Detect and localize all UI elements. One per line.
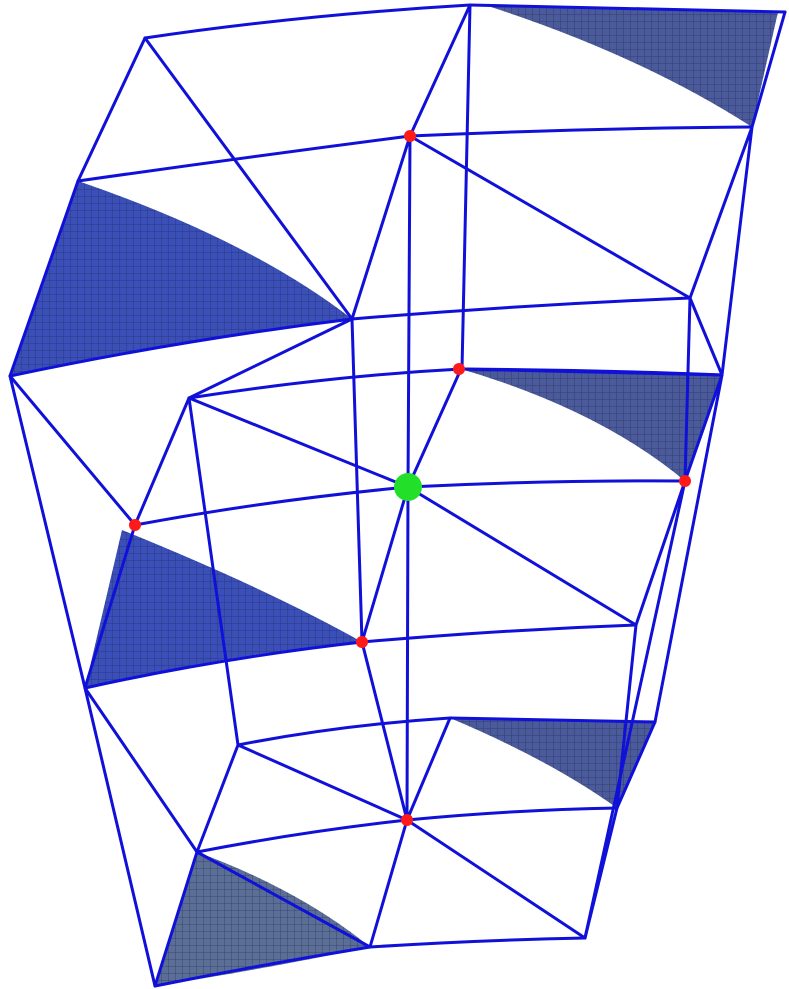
- mesh-edge: [407, 808, 617, 820]
- vertex-marker: [679, 475, 691, 487]
- mesh-edge: [145, 5, 470, 38]
- vertex-marker: [404, 130, 416, 142]
- mesh-edge: [407, 718, 450, 820]
- mesh-edge: [462, 5, 470, 369]
- mesh-edge: [408, 136, 410, 487]
- vertex-marker: [401, 814, 413, 826]
- mesh-edge: [135, 487, 408, 525]
- mesh-edge: [189, 369, 461, 398]
- mesh-edge: [370, 938, 585, 947]
- mesh-edge: [197, 820, 407, 852]
- vertex-marker: [129, 519, 141, 531]
- shaded-faces: [10, 5, 778, 986]
- mesh-edge: [78, 38, 145, 181]
- mesh-edge: [408, 481, 685, 487]
- mesh-edge: [197, 745, 238, 852]
- mesh-edge: [585, 481, 685, 938]
- mesh-edge: [189, 398, 408, 487]
- mesh-edge: [370, 820, 407, 947]
- mesh-edge: [585, 808, 617, 938]
- vertex-marker: [453, 363, 465, 375]
- mesh-edge: [352, 136, 410, 319]
- mesh-edge: [352, 298, 690, 319]
- mesh-edge: [407, 820, 585, 938]
- mesh-edge: [408, 487, 636, 625]
- mesh-edge: [410, 136, 690, 298]
- mesh-edge: [362, 642, 407, 820]
- mesh-edge: [408, 369, 461, 487]
- mesh-edge: [407, 487, 408, 820]
- mesh-edge: [135, 398, 189, 525]
- mesh-edge: [85, 688, 197, 852]
- shaded-face-hatch: [461, 369, 722, 481]
- mesh-edge: [690, 298, 722, 375]
- shaded-face-hatch: [10, 181, 352, 376]
- mesh-edge: [238, 718, 450, 745]
- mesh-edge: [410, 127, 752, 136]
- mesh-edge: [352, 319, 362, 642]
- shaded-face-hatch: [485, 5, 778, 127]
- center-marker: [394, 473, 422, 501]
- mesh-edge: [85, 688, 155, 986]
- mesh-edge: [362, 487, 408, 642]
- mesh-edge: [362, 625, 636, 642]
- mesh-edge: [238, 745, 407, 820]
- mesh-edge: [410, 5, 470, 136]
- vertex-marker: [356, 636, 368, 648]
